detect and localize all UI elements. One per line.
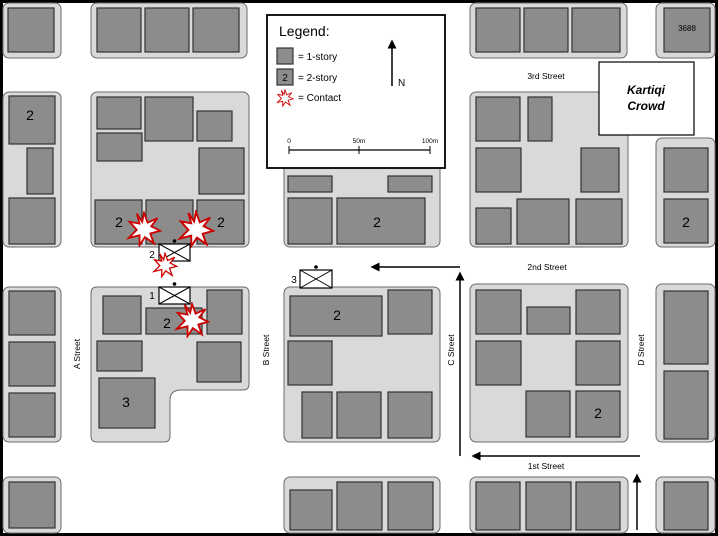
building-story-number: 2 <box>163 315 171 331</box>
building-1-story <box>516 198 570 245</box>
building-1-story <box>525 481 572 531</box>
scale-label-0: 0 <box>287 138 291 145</box>
building-1-story <box>8 392 56 438</box>
building-1-story <box>580 147 620 193</box>
building-1-story <box>96 132 143 162</box>
building-1-story <box>287 340 333 386</box>
legend-2-story-swatch <box>276 68 294 86</box>
building-1-story <box>206 289 243 335</box>
building-1-story <box>663 370 709 440</box>
building-1-story <box>144 96 194 142</box>
legend: Legend: = 1-story 2 = 2-story = Contact … <box>266 14 446 169</box>
building-story-number: 2 <box>217 214 225 230</box>
building-1-story <box>96 96 142 130</box>
building-2-story <box>8 95 56 145</box>
building-1-story <box>102 295 142 335</box>
legend-2-story-number: 2 <box>282 73 288 84</box>
building-1-story <box>196 341 242 383</box>
building-story-number: 2 <box>333 307 341 323</box>
street-label-1st: 1st Street <box>528 461 565 471</box>
building-1-story <box>523 7 569 53</box>
building-1-story <box>525 390 571 438</box>
street-label-3rd: 3rd Street <box>527 71 565 81</box>
building-1-story <box>287 197 333 245</box>
legend-1-story-label: = 1-story <box>298 52 337 63</box>
building-1-story <box>7 7 55 53</box>
building-1-story <box>575 289 621 335</box>
building-1-story <box>571 7 621 53</box>
building-2-story <box>575 390 621 438</box>
scale-label-100: 100m <box>422 138 438 145</box>
building-story-number: 2 <box>115 214 123 230</box>
street-label-b: B Street <box>261 334 271 365</box>
building-1-story <box>336 481 383 531</box>
vehicle-1 <box>158 282 191 305</box>
building-1-story <box>144 7 190 53</box>
building-1-story <box>475 207 512 245</box>
legend-2-story-label: = 2-story <box>298 73 337 84</box>
building-1-story <box>289 489 333 531</box>
building-3-story <box>98 377 156 429</box>
street-label-2nd: 2nd Street <box>527 262 567 272</box>
building-story-number: 2 <box>594 405 602 421</box>
building-1-story <box>96 7 142 53</box>
building-1-story <box>8 197 56 245</box>
vehicle-number: 3 <box>291 275 297 286</box>
north-label: N <box>398 78 405 89</box>
building-1-story <box>575 340 621 386</box>
building-1-story <box>8 341 56 387</box>
building-1-story <box>663 7 711 53</box>
building-1-story <box>301 391 333 439</box>
building-story-number: 2 <box>682 214 690 230</box>
building-1-story <box>96 340 143 372</box>
legend-title: Legend: <box>279 23 330 39</box>
building-1-story <box>575 198 623 245</box>
street-label-d: D Street <box>636 334 646 366</box>
building-1-story <box>475 147 522 193</box>
building-2-story <box>663 198 709 244</box>
building-1-story <box>287 175 333 193</box>
building-1-story <box>8 481 56 529</box>
building-1-story <box>387 391 433 439</box>
building-1-story <box>526 306 571 335</box>
building-2-story <box>289 295 383 337</box>
building-1-story <box>575 481 621 531</box>
building-2-story <box>336 197 426 245</box>
crowd-label-box <box>598 61 695 136</box>
building-1-story <box>663 290 709 365</box>
building-1-story <box>475 340 522 386</box>
building-1-story <box>8 290 56 336</box>
building-story-number: 2 <box>26 107 34 123</box>
vehicle-number: 2 <box>149 250 155 261</box>
building-1-story <box>663 481 709 531</box>
street-label-a: A Street <box>72 338 82 369</box>
crowd-label-line2: Crowd <box>627 99 665 113</box>
building-1-story <box>192 7 240 53</box>
legend-1-story-swatch <box>276 47 294 65</box>
building-1-story <box>198 147 245 195</box>
legend-contact-label: = Contact <box>298 93 341 104</box>
street-label-c: C Street <box>446 334 456 366</box>
building-story-number: 2 <box>373 214 381 230</box>
building-1-story <box>475 289 522 335</box>
building-1-story <box>387 289 433 335</box>
building-id-label: 3688 <box>678 24 696 33</box>
building-1-story <box>26 147 54 195</box>
building-1-story <box>475 481 521 531</box>
building-1-story <box>387 481 434 531</box>
building-1-story <box>196 110 233 142</box>
building-1-story <box>527 96 553 142</box>
building-1-story <box>475 7 521 53</box>
crowd-label-line1: Kartiqi <box>627 83 666 97</box>
building-1-story <box>663 147 709 193</box>
building-story-number: 3 <box>122 394 130 410</box>
building-1-story <box>475 96 521 142</box>
building-1-story <box>336 391 382 439</box>
vehicle-3 <box>299 265 333 289</box>
building-1-story <box>387 175 433 193</box>
scale-label-50: 50m <box>353 138 366 145</box>
vehicle-number: 1 <box>149 291 155 302</box>
